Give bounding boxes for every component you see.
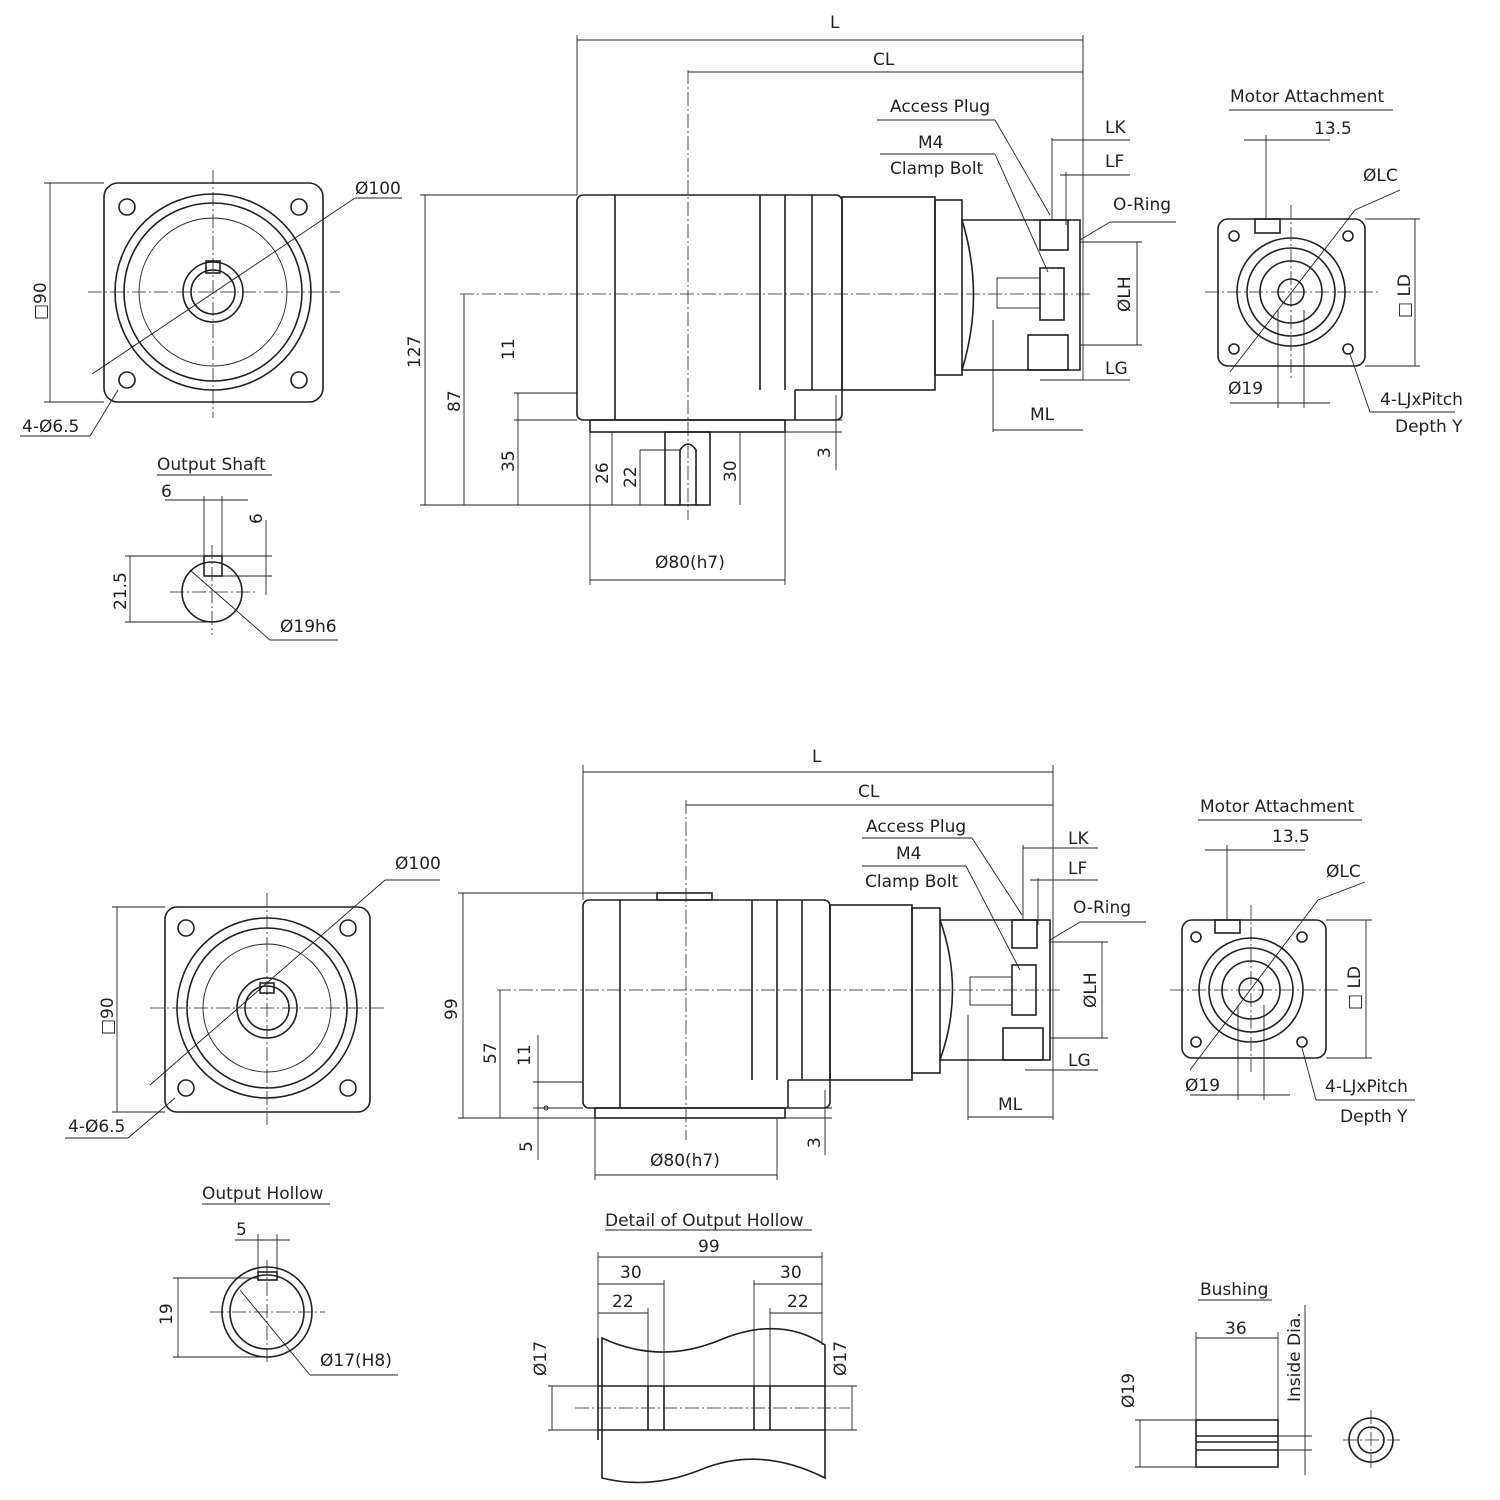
w6-label: 6: [161, 482, 172, 502]
b-d19-label: Ø19: [1185, 1076, 1220, 1096]
h11-label: 11: [499, 338, 519, 360]
holes-label: 4-Ø6.5: [22, 417, 79, 437]
w30b-label: 30: [780, 1263, 802, 1283]
b-h11-label: 11: [515, 1044, 535, 1066]
b-d100-label: Ø100: [395, 854, 441, 874]
ML-label: ML: [1030, 405, 1055, 425]
b-ML-label: ML: [998, 1095, 1023, 1115]
w36-label: 36: [1225, 1319, 1247, 1339]
d13-5-label: 13.5: [1314, 119, 1352, 139]
b-d80-label: Ø80(h7): [650, 1151, 720, 1171]
LC-label: ØLC: [1363, 166, 1398, 186]
bottom-front-view: Ø100 □90 4-Ø6.5: [65, 854, 441, 1139]
d100-label: Ø100: [355, 179, 401, 199]
b-o-ring-label: O-Ring: [1073, 898, 1131, 918]
b-CL-label: CL: [858, 782, 880, 802]
output-shaft-view: Output Shaft 6 6 21.5 Ø19h6: [111, 455, 338, 641]
bushing-title: Bushing: [1200, 1280, 1268, 1300]
detail-hollow-view: Detail of Output Hollow 99 30 30 22 22 Ø…: [531, 1211, 857, 1484]
LD-label: □ LD: [1395, 274, 1415, 318]
d19-label: Ø19: [1228, 379, 1263, 399]
h87-label: 87: [445, 390, 465, 412]
d17b-label: Ø17: [831, 1341, 851, 1376]
depth-label: Depth Y: [1395, 417, 1463, 437]
b-holes-label: 4-Ø6.5: [68, 1117, 125, 1137]
top-side-view: L CL Access Plug M4 Clamp Bolt LK LF O-R…: [405, 13, 1176, 585]
h22-label: 22: [621, 466, 641, 488]
h19-label: 19: [157, 1303, 177, 1325]
bushing-view: Bushing 36 Inside Dia. Ø19: [1119, 1280, 1400, 1475]
d17h8-label: Ø17(H8): [320, 1351, 392, 1371]
w22b-label: 22: [787, 1292, 809, 1312]
LH-label: ØLH: [1115, 276, 1135, 312]
top-motor-attachment: Motor Attachment 13.5 ØLC □ LD Ø19 4-LJx…: [1205, 87, 1463, 437]
b-LF-label: LF: [1068, 859, 1087, 879]
LF-label: LF: [1105, 152, 1124, 172]
h6-label: 6: [247, 513, 267, 524]
b-LC-label: ØLC: [1326, 862, 1361, 882]
h3-label: 3: [815, 447, 835, 458]
b-pitch-label: 4-LJxPitch: [1325, 1077, 1408, 1097]
bottom-side-view: L CL Access Plug M4 Clamp Bolt LK LF O-R…: [442, 747, 1146, 1180]
b-LG-label: LG: [1068, 1051, 1091, 1071]
b-depth-label: Depth Y: [1340, 1107, 1408, 1127]
b-LH-label: ØLH: [1081, 972, 1101, 1008]
w30a-label: 30: [620, 1263, 642, 1283]
h26-label: 26: [593, 462, 613, 484]
b-d13-5-label: 13.5: [1272, 827, 1310, 847]
inside-dia-label: Inside Dia.: [1285, 1312, 1305, 1402]
b-L-label: L: [812, 747, 822, 767]
motor-title: Motor Attachment: [1230, 87, 1385, 107]
h30-label: 30: [721, 460, 741, 482]
access-plug-label: Access Plug: [890, 97, 990, 117]
b-LK-label: LK: [1068, 829, 1089, 849]
LK-label: LK: [1105, 118, 1126, 138]
output-hollow-title: Output Hollow: [202, 1184, 323, 1204]
w22a-label: 22: [612, 1292, 634, 1312]
top-front-view: Ø100 □90 4-Ø6.5: [20, 170, 402, 437]
sq90-label: □90: [31, 282, 51, 320]
b-LD-label: □ LD: [1345, 966, 1365, 1010]
b-access-plug-label: Access Plug: [866, 817, 966, 837]
b-h5-label: 5: [517, 1141, 537, 1152]
clamp-bolt-label: Clamp Bolt: [890, 159, 984, 179]
bushing-d19-label: Ø19: [1119, 1373, 1139, 1408]
d19h6-label: Ø19h6: [280, 617, 337, 637]
h35-label: 35: [499, 450, 519, 472]
d80-label: Ø80(h7): [655, 553, 725, 573]
b-h3-label: 3: [805, 1137, 825, 1148]
output-shaft-title: Output Shaft: [157, 455, 266, 475]
b-m4-label: M4: [896, 844, 921, 864]
L-label: L: [830, 13, 840, 33]
w5-label: 5: [236, 1220, 247, 1240]
b-sq90-label: □90: [98, 997, 118, 1035]
d17a-label: Ø17: [531, 1341, 551, 1376]
detail-title: Detail of Output Hollow: [605, 1211, 804, 1231]
h127-label: 127: [405, 336, 425, 368]
LG-label: LG: [1105, 359, 1128, 379]
o-ring-label: O-Ring: [1113, 195, 1171, 215]
pitch-label: 4-LJxPitch: [1380, 390, 1463, 410]
b-motor-title: Motor Attachment: [1200, 797, 1355, 817]
output-hollow-view: Output Hollow 5 19 Ø17(H8): [157, 1184, 398, 1376]
m4-label: M4: [918, 133, 943, 153]
bottom-motor-attachment: Motor Attachment 13.5 ØLC □ LD Ø19 4-LJx…: [1170, 797, 1415, 1127]
b-h99-label: 99: [442, 998, 462, 1020]
h21-5-label: 21.5: [111, 572, 131, 610]
b-clamp-bolt-label: Clamp Bolt: [865, 872, 959, 892]
b-h57-label: 57: [481, 1042, 501, 1064]
CL-label: CL: [873, 50, 895, 70]
w99-label: 99: [698, 1237, 720, 1257]
